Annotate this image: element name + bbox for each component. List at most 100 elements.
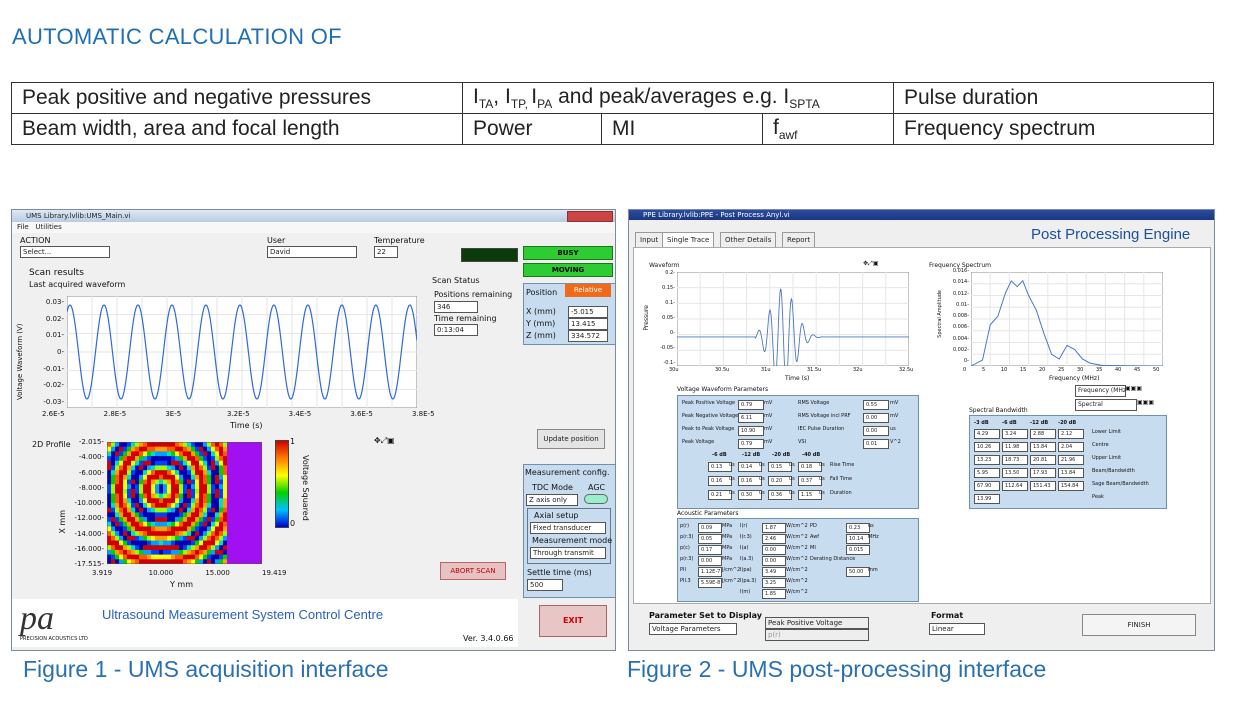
vwp-label: Voltage Waveform Parameters (677, 386, 769, 393)
heatmap-cell (143, 507, 148, 513)
heatmap-cell (179, 554, 184, 560)
abort-scan-button[interactable]: ABORT SCAN (440, 562, 506, 580)
heatmap-cell (119, 512, 124, 518)
heatmap-cell (151, 540, 156, 546)
tab-single-trace[interactable]: Single Trace (662, 232, 715, 247)
param-label: -40 dB (802, 452, 821, 458)
heatmap-cell (215, 517, 220, 523)
heatmap-cell (139, 498, 144, 504)
heatmap-cell (151, 549, 156, 555)
cursor-tools-icon[interactable]: ▣▣▣ (1125, 385, 1143, 392)
heatmap-cell (123, 512, 128, 518)
zoom-icon[interactable]: ✥⤢▣ (374, 436, 395, 445)
heatmap-cell (111, 474, 116, 480)
tdc-mode-select[interactable]: Z axis only (526, 494, 578, 506)
version-label: Ver. 3.4.0.66 (463, 634, 514, 643)
heatmap-cell (171, 507, 176, 513)
profile-label: 2D Profile (32, 440, 71, 449)
heatmap-cell (127, 521, 132, 527)
heatmap-cell (215, 507, 220, 513)
heatmap-cell (167, 521, 172, 527)
heatmap-cell (171, 531, 176, 537)
tab-other-details[interactable]: Other Details (720, 232, 777, 247)
param-label: I(a) (740, 545, 749, 551)
settle-time-field[interactable]: 500 (527, 579, 563, 591)
heatmap-cell (223, 507, 228, 513)
heatmap-cell (115, 517, 120, 523)
parameter-select[interactable]: Peak Positive Voltage (765, 617, 869, 629)
heatmap-cell (195, 521, 200, 527)
value-field: 1.87 (762, 523, 786, 533)
menu-utilities[interactable]: Utilities (35, 223, 62, 231)
tick-label: 2.8E-5 (103, 410, 127, 418)
heatmap-cell (175, 554, 180, 560)
relative-toggle[interactable]: Relative (565, 284, 611, 297)
heatmap-cell (219, 451, 224, 457)
heatmap-cell (123, 545, 128, 551)
value-field: 13.99 (974, 494, 1000, 504)
action-select[interactable]: Select... (20, 246, 110, 258)
value-field: 0.21 (708, 490, 732, 500)
agc-toggle[interactable] (584, 494, 608, 504)
heatmap-cell (195, 512, 200, 518)
param-set-select[interactable]: Voltage Parameters (649, 623, 737, 635)
tab-report[interactable]: Report (782, 232, 816, 247)
parameter-select-2[interactable]: p(r) (765, 629, 869, 641)
y-field[interactable]: 13.415 (568, 318, 608, 330)
zoom-icon[interactable]: ✥⤢▣ (863, 260, 879, 267)
window-controls[interactable] (567, 211, 613, 222)
z-field[interactable]: 334.572 (568, 330, 608, 342)
profile-heatmap (107, 442, 262, 564)
positions-remaining-field: 346 (434, 301, 478, 313)
heatmap-cell (123, 517, 128, 523)
heatmap-cell (135, 479, 140, 485)
heatmap-cell (167, 517, 172, 523)
value-field: 6.11 (738, 413, 764, 423)
heatmap-cell (207, 498, 212, 504)
heatmap-cell (191, 559, 196, 564)
heatmap-cell (167, 474, 172, 480)
exit-button[interactable]: EXIT (539, 605, 607, 637)
spectral-select[interactable]: Spectral (1075, 399, 1137, 411)
x-field[interactable]: -5.015 (568, 306, 608, 318)
heatmap-cell (211, 479, 216, 485)
format-select[interactable]: Linear (929, 623, 985, 635)
heatmap-cell (199, 540, 204, 546)
measurement-mode-select[interactable]: Through transmit (530, 547, 606, 559)
heatmap-cell (215, 545, 220, 551)
heatmap-cell (147, 526, 152, 532)
heatmap-cell (115, 526, 120, 532)
heatmap-cell (191, 446, 196, 452)
heatmap-cell (207, 535, 212, 541)
heatmap-cell (107, 549, 112, 555)
tab-input[interactable]: Input (635, 232, 664, 247)
cursor-tools-icon-2[interactable]: ▣▣▣ (1137, 399, 1155, 406)
temperature-field[interactable]: 22 (374, 246, 398, 258)
user-field[interactable]: David (267, 246, 357, 258)
finish-button[interactable]: FINISH (1082, 614, 1196, 636)
tick-label: 0.014- (952, 279, 969, 286)
heatmap-cell (111, 512, 116, 518)
heatmap-cell (183, 446, 188, 452)
heatmap-cell (175, 535, 180, 541)
value-field: 0.15 (768, 462, 792, 472)
axial-setup-select[interactable]: Fixed transducer (530, 522, 606, 534)
heatmap-cell (139, 554, 144, 560)
heatmap-cell (115, 535, 120, 541)
menu-file[interactable]: File (17, 223, 29, 231)
heatmap-cell (171, 484, 176, 490)
frequency-unit-select[interactable]: Frequency (MHz) (1075, 385, 1126, 397)
heatmap-cell (223, 531, 228, 537)
heatmap-cell (207, 484, 212, 490)
update-position-button[interactable]: Update position (537, 429, 605, 449)
heatmap-cell (203, 498, 208, 504)
heatmap-cell (203, 517, 208, 523)
heatmap-cell (203, 554, 208, 560)
heatmap-cell (127, 484, 132, 490)
heatmap-cell (147, 521, 152, 527)
tick-label: 40 (1115, 367, 1122, 373)
table-cell: ITA, ITP, IPA and peak/averages e.g. ISP… (462, 81, 894, 115)
positions-remaining-label: Positions remaining (434, 290, 513, 299)
heatmap-cell (147, 535, 152, 541)
heatmap-cell (155, 549, 160, 555)
